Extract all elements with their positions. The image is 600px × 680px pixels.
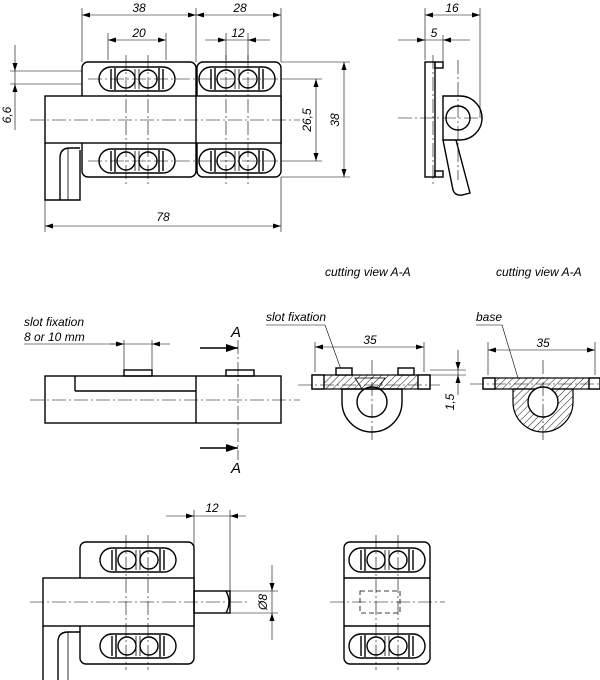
dim-16: 16 bbox=[445, 1, 459, 15]
hook bbox=[44, 143, 81, 201]
section-slot-caption: cutting view A-A bbox=[325, 265, 411, 279]
dim-38: 38 bbox=[132, 1, 146, 15]
section-base-caption: cutting view A-A bbox=[496, 265, 582, 279]
dim-28: 28 bbox=[232, 1, 247, 15]
bottom-slot-top bbox=[99, 547, 177, 573]
dim-5: 5 bbox=[431, 26, 438, 40]
dim-78: 78 bbox=[156, 210, 170, 224]
section-slot-fixation: cutting view A-A slot fixation 35 1,5 bbox=[266, 265, 466, 440]
slot-fixation-size-label: 8 or 10 mm bbox=[24, 330, 85, 344]
slot-fixation-label: slot fixation bbox=[24, 315, 84, 329]
top-view: 38 28 20 12 6,6 26,5 bbox=[0, 1, 350, 232]
section-mark-bottom: A bbox=[230, 460, 241, 477]
section-base-label: base bbox=[476, 310, 502, 324]
dim-20: 20 bbox=[131, 26, 146, 40]
bottom-slot-bottom bbox=[99, 633, 177, 659]
end-slot-top bbox=[348, 547, 426, 573]
dim-pin-diameter: Ø8 bbox=[256, 594, 270, 611]
dim-6-6: 6,6 bbox=[0, 106, 14, 123]
bottom-view: 12 Ø8 bbox=[30, 501, 278, 680]
body-band bbox=[44, 95, 282, 144]
section-mark-top: A bbox=[230, 324, 241, 341]
dim-12: 12 bbox=[231, 26, 245, 40]
dim-38-vertical: 38 bbox=[328, 113, 342, 127]
end-view bbox=[330, 535, 445, 670]
end-slot-bottom bbox=[348, 633, 426, 659]
section-slot-label: slot fixation bbox=[266, 310, 326, 324]
slot-fixation-view: slot fixation 8 or 10 mm A A bbox=[24, 315, 300, 477]
section-slot-dim-1-5: 1,5 bbox=[443, 393, 457, 410]
dim-pin-length: 12 bbox=[205, 501, 219, 515]
side-view: 16 5 bbox=[398, 1, 485, 196]
section-base-dim-35: 35 bbox=[536, 336, 550, 350]
dim-26-5: 26,5 bbox=[300, 108, 314, 133]
section-base: cutting view A-A base 35 bbox=[470, 265, 600, 440]
section-slot-dim-35: 35 bbox=[363, 333, 377, 347]
